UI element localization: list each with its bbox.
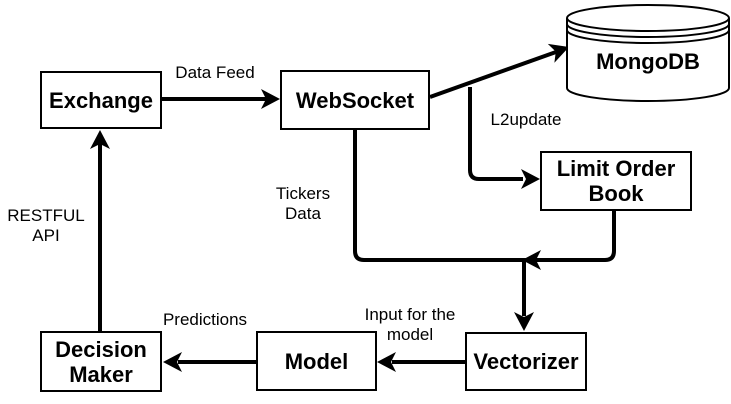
- cylinder-body: [566, 18, 730, 102]
- node-limit-order-book-label: Limit Order Book: [556, 156, 676, 206]
- arrowhead-mongodb: [547, 43, 569, 63]
- cylinder-ring-2: [566, 29, 730, 44]
- arrowhead-decision: [163, 352, 182, 372]
- node-vectorizer-label: Vectorizer: [473, 349, 579, 374]
- edge-label-restful-api: RESTFUL API: [7, 206, 85, 245]
- node-websocket: WebSocket: [280, 70, 430, 130]
- node-model-label: Model: [284, 348, 349, 374]
- node-mongodb-label: MongoDB: [596, 49, 700, 74]
- node-vectorizer: Vectorizer: [465, 332, 587, 391]
- cylinder-top: [566, 4, 730, 32]
- edge-label-predictions: Predictions: [162, 310, 248, 329]
- edge-label-data-feed: Data Feed: [175, 63, 255, 82]
- node-decision-maker-label: Decision Maker: [55, 336, 147, 387]
- cylinder-ring-1: [566, 23, 730, 38]
- arrowhead-junction-left: [522, 250, 541, 270]
- arrowhead-lob: [521, 169, 540, 189]
- node-limit-order-book: Limit Order Book: [540, 151, 692, 211]
- arrowhead-model: [377, 352, 396, 372]
- mongodb-cylinder-shape: [566, 4, 730, 102]
- edge-label-tickers-data: Tickers Data: [275, 184, 331, 223]
- edge-label-l2update: L2update: [490, 110, 562, 129]
- edge-websocket-mongodb: [429, 50, 557, 99]
- node-websocket-label: WebSocket: [295, 87, 415, 113]
- node-exchange: Exchange: [40, 71, 162, 129]
- edge-websocket-junction: [353, 130, 616, 262]
- edge-websocket-lob: [468, 87, 523, 181]
- arrowhead-vectorizer: [514, 312, 534, 331]
- edge-label-input-for-model: Input for the model: [364, 305, 456, 344]
- node-exchange-label: Exchange: [49, 87, 153, 113]
- node-decision-maker: Decision Maker: [40, 331, 162, 392]
- arrowhead-exchange: [90, 130, 110, 149]
- arrowhead-websocket: [261, 89, 280, 109]
- node-model: Model: [256, 331, 377, 391]
